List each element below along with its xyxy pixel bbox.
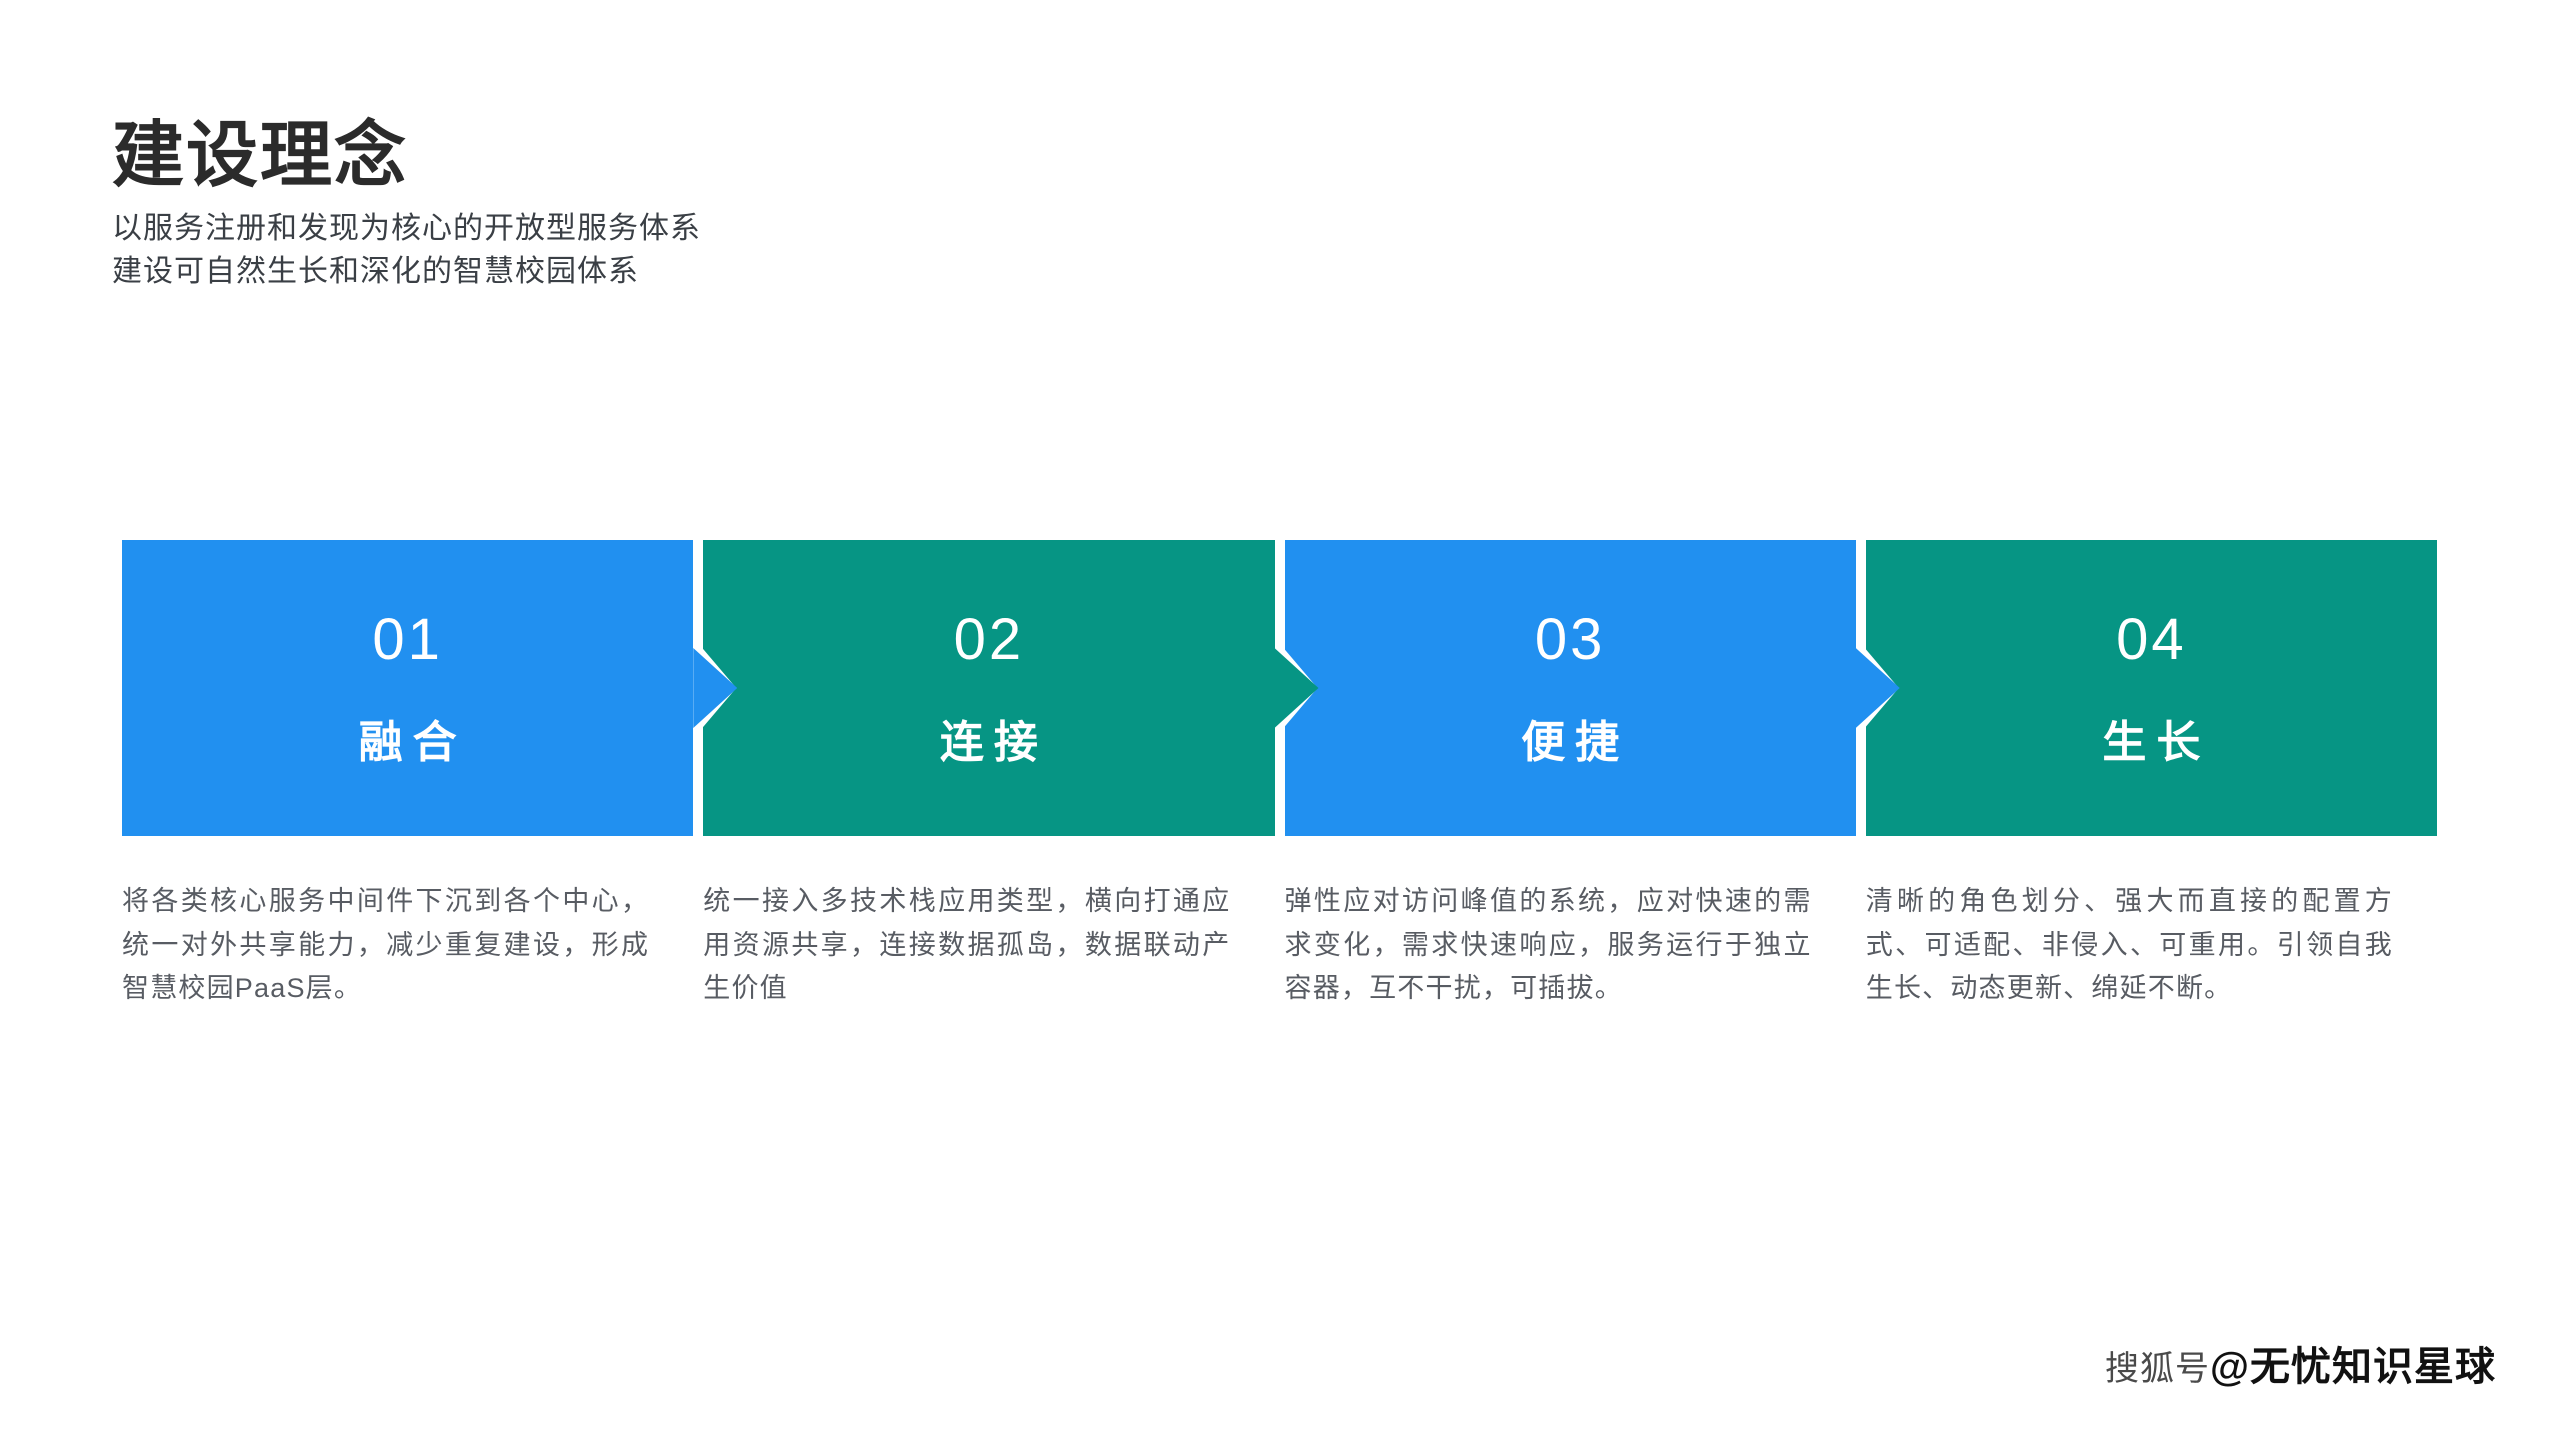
page-header: 建设理念 以服务注册和发现为核心的开放型服务体系 建设可自然生长和深化的智慧校园… xyxy=(112,120,1312,293)
step-label-02: 连接 xyxy=(939,718,1048,767)
watermark: 搜狐号 @无忧知识星球 xyxy=(2105,1334,2496,1392)
step-body-04 xyxy=(1865,540,2437,836)
step-body-01 xyxy=(122,540,694,836)
step-label-03: 便捷 xyxy=(1521,718,1630,767)
process-step-02[interactable]: 02 连接 xyxy=(702,540,1319,836)
process-step-03[interactable]: 03 便捷 xyxy=(1283,540,1900,836)
step-number-04: 04 xyxy=(2116,607,2187,672)
step-body-02 xyxy=(703,540,1275,836)
step-number-02: 02 xyxy=(953,607,1025,672)
watermark-prefix: 搜狐号 xyxy=(2104,1350,2210,1388)
step-number-01: 01 xyxy=(372,607,443,672)
watermark-name: @无忧知识星球 xyxy=(2209,1345,2496,1389)
step-number-03: 03 xyxy=(1534,607,1606,672)
step-label-01: 融合 xyxy=(358,718,467,767)
step-description-02: 统一接入多技术栈应用类型，横向打通应用资源共享，连接数据孤岛，数据联动产生价值 xyxy=(703,886,1231,1004)
subtitle-line-1: 以服务注册和发现为核心的开放型服务体系 xyxy=(112,212,701,245)
step-description-03: 弹性应对访问峰值的系统，应对快速的需求变化，需求快速响应，服务运行于独立容器，互… xyxy=(1284,886,1812,1004)
page-title: 建设理念 xyxy=(112,116,409,196)
process-chevron-band: 01 融合 02 连接 03 便捷 04 生长 xyxy=(122,540,2437,836)
step-body-03 xyxy=(1284,540,1856,836)
step-description-01: 将各类核心服务中间件下沉到各个中心，统一对外共享能力，减少重复建设，形成智慧校园… xyxy=(122,886,650,1004)
step-description-04: 清晰的角色划分、强大而直接的配置方式、可适配、非侵入、可重用。引领自我生长、动态… xyxy=(1865,886,2393,1004)
step-description-row: 将各类核心服务中间件下沉到各个中心，统一对外共享能力，减少重复建设，形成智慧校园… xyxy=(122,880,2437,1011)
process-step-04[interactable]: 04 生长 xyxy=(1864,540,2437,836)
page-subtitle: 以服务注册和发现为核心的开放型服务体系 建设可自然生长和深化的智慧校园体系 xyxy=(112,208,1312,293)
process-step-01[interactable]: 01 融合 xyxy=(122,540,738,836)
step-label-04: 生长 xyxy=(2102,718,2211,767)
subtitle-line-2: 建设可自然生长和深化的智慧校园体系 xyxy=(112,254,639,288)
